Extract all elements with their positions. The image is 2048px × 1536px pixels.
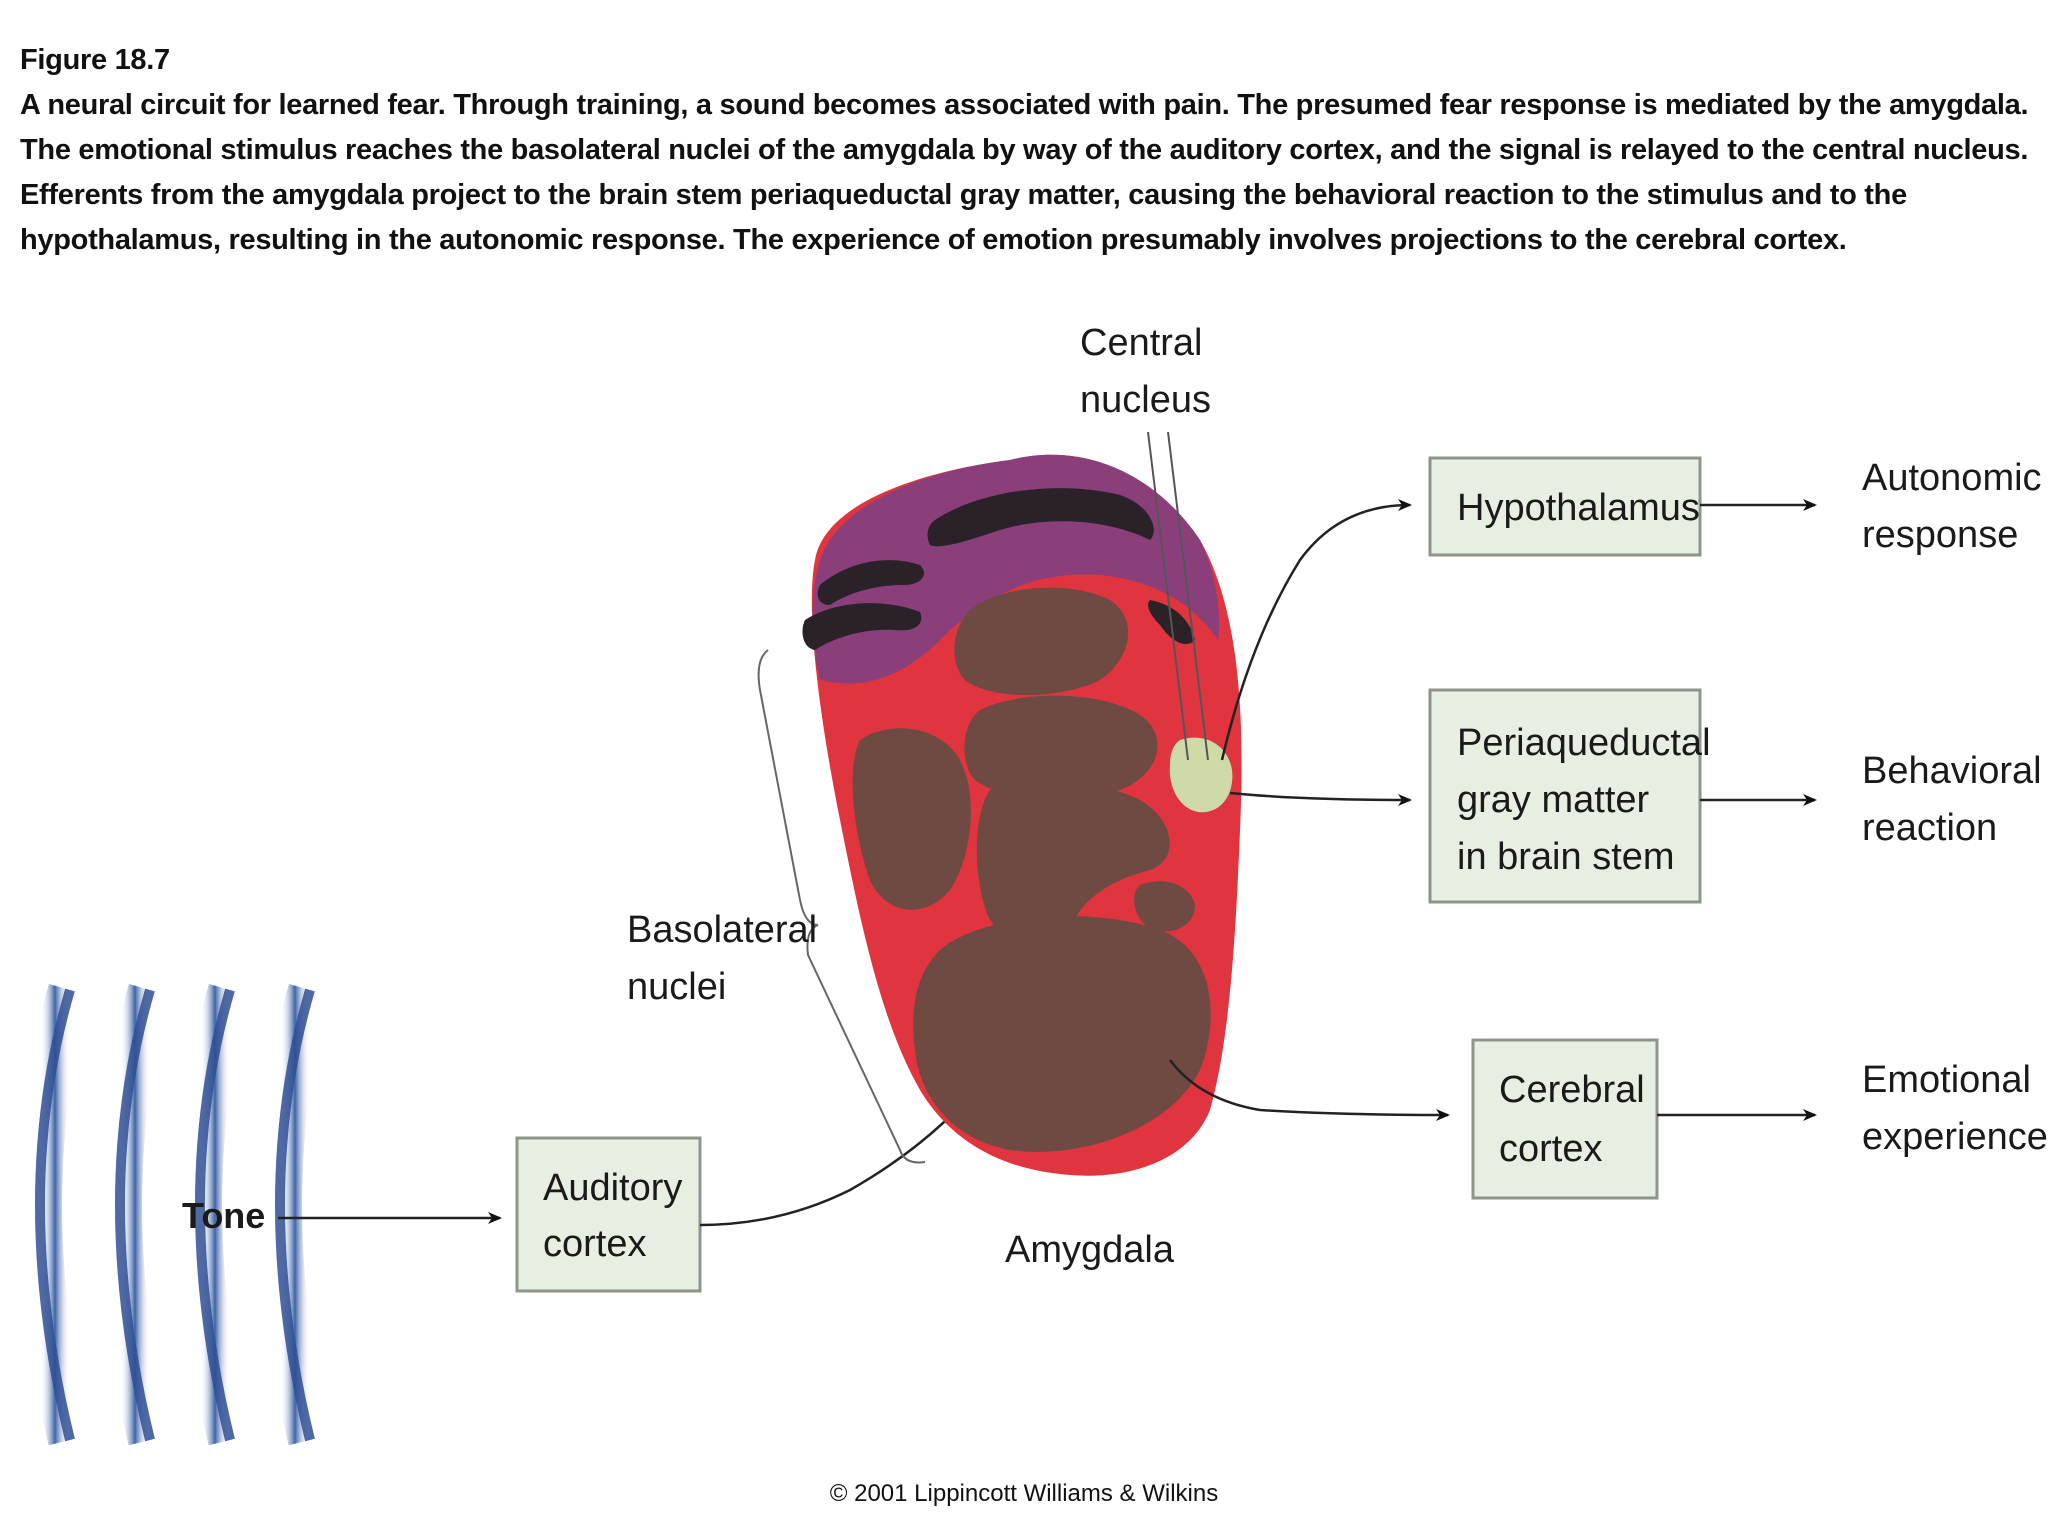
central-nucleus-pointer-b bbox=[1167, 431, 1209, 761]
central-nucleus-pointer-a bbox=[1147, 431, 1189, 761]
cerebral-cortex-box: Cerebral cortex bbox=[1471, 1038, 1659, 1200]
figure-caption-text: A neural circuit for learned fear. Throu… bbox=[20, 89, 2029, 256]
periaqueductal-box: Periaqueductal gray matter in brain stem bbox=[1428, 688, 1711, 904]
auditory-cortex-line1: Auditory bbox=[543, 1167, 682, 1209]
auditory-cortex-line2: cortex bbox=[543, 1223, 646, 1265]
hypothalamus-box: Hypothalamus bbox=[1428, 456, 1702, 557]
autonomic-response-line1: Autonomic bbox=[1862, 457, 2042, 499]
periaqueductal-line2: gray matter bbox=[1457, 779, 1650, 821]
behavioral-reaction-line1: Behavioral bbox=[1862, 750, 2042, 792]
arrow-basolateral-to-cortex bbox=[1169, 1059, 1450, 1121]
emotional-experience-line1: Emotional bbox=[1862, 1059, 2031, 1101]
central-nucleus-label-line1: Central bbox=[1080, 322, 1203, 364]
basolateral-bracket bbox=[757, 649, 926, 1164]
sound-waves-icon bbox=[18, 983, 332, 1446]
amygdala-illustration bbox=[802, 454, 1242, 1176]
basolateral-label-line1: Basolateral bbox=[627, 909, 817, 951]
tone-label: Tone bbox=[182, 1195, 265, 1236]
central-nucleus-label-line2: nucleus bbox=[1080, 379, 1211, 421]
central-nucleus-shape bbox=[1169, 737, 1233, 813]
cerebral-cortex-line2: cortex bbox=[1499, 1128, 1602, 1170]
arrow-central-to-periaqueductal bbox=[1229, 791, 1412, 806]
basolateral-label-line2: nuclei bbox=[627, 966, 726, 1008]
figure-number: Figure 18.7 bbox=[20, 44, 170, 76]
behavioral-reaction-line2: reaction bbox=[1862, 807, 1997, 849]
emotional-experience-line2: experience bbox=[1862, 1116, 2048, 1158]
arrow-central-to-hypothalamus bbox=[1220, 499, 1412, 761]
arrow-auditory-to-basolateral bbox=[699, 1098, 968, 1227]
periaqueductal-line3: in brain stem bbox=[1457, 836, 1675, 878]
autonomic-response-line2: response bbox=[1862, 514, 2018, 556]
periaqueductal-line1: Periaqueductal bbox=[1457, 722, 1711, 764]
cerebral-cortex-line1: Cerebral bbox=[1499, 1069, 1645, 1111]
figure-caption: Figure 18.7 A neural circuit for learned… bbox=[20, 38, 2030, 263]
copyright-credit: © 2001 Lippincott Williams & Wilkins bbox=[829, 1480, 1219, 1507]
hypothalamus-label: Hypothalamus bbox=[1457, 487, 1700, 529]
auditory-cortex-box: Auditory cortex bbox=[515, 1136, 702, 1293]
amygdala-label: Amygdala bbox=[1005, 1229, 1175, 1271]
